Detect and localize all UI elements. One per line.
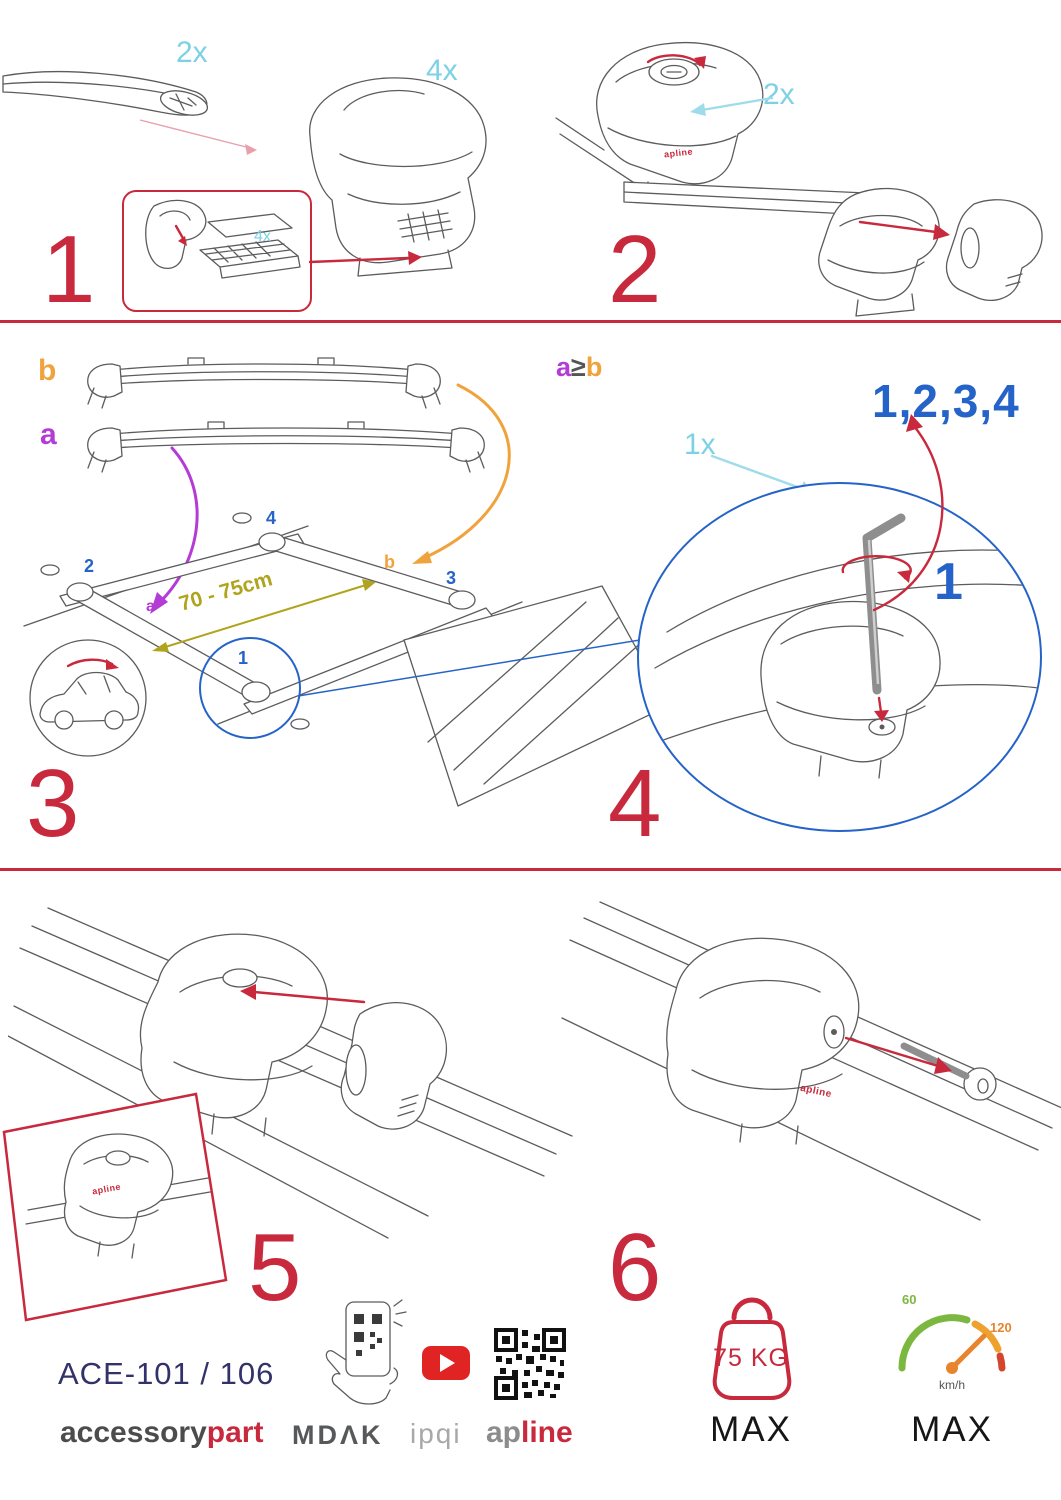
step-3-number: 3 (26, 750, 79, 857)
speed-unit-label: km/h (938, 1378, 965, 1392)
step-2-number: 2 (608, 216, 661, 323)
roof-position-4: 4 (266, 508, 277, 528)
roof-position-3: 3 (446, 568, 457, 588)
crossbar-illustration (2, 71, 257, 155)
roof-position-1: 1 (238, 648, 249, 668)
arrow-pad-to-foot (308, 251, 422, 265)
flush-rail-inset (2, 1092, 228, 1322)
speedometer-icon (898, 1314, 1006, 1374)
play-icon (440, 1354, 455, 1372)
bar-b-illustration (87, 357, 441, 409)
car-inset-illustration (29, 639, 147, 757)
roof-top-view-illustration (23, 512, 669, 807)
rule-operator: ≥ (571, 352, 586, 382)
apline-logo-suffix: line (521, 1416, 573, 1449)
speed-high-label: 120 (990, 1320, 1012, 1335)
mdak-logo: MDΛK (292, 1420, 384, 1450)
phone-qr-scan-icon (325, 1299, 407, 1405)
step-5-number: 5 (248, 1214, 301, 1321)
lock-key-illustration (561, 901, 1061, 1221)
tightening-detail-illustration (646, 513, 1040, 779)
rule-a: a (556, 352, 572, 382)
model-code: ACE-101 / 106 (58, 1356, 275, 1391)
step1-foot-qty: 4x (426, 54, 458, 87)
step-1-number: 1 (42, 216, 95, 323)
allen-key-qty: 1x (684, 428, 716, 461)
foot-lock-illustration (555, 42, 764, 202)
weight-limit-icon (712, 1297, 792, 1400)
bar-a-illustration (87, 421, 485, 473)
rubber-pad-illustration (145, 199, 301, 279)
step1-pad-qty: 4x (254, 228, 271, 245)
weight-limit-value: 75 KG (713, 1344, 789, 1372)
section-divider-2 (0, 868, 1061, 871)
speed-low-label: 60 (902, 1292, 917, 1307)
roof-position-2: 2 (84, 556, 95, 576)
step-4-number: 4 (608, 750, 661, 857)
placement-guide-arrows (150, 383, 511, 614)
roof-position-b: b (384, 552, 395, 572)
first-position-label: 1 (934, 553, 963, 611)
bar-cover-assembly-illustration (623, 181, 1043, 317)
bar-b-label: b (38, 354, 57, 387)
clamp-foot-illustration (309, 77, 487, 277)
arrow-key-to-order (872, 414, 944, 612)
brand-wordmark: accessorypart (60, 1416, 263, 1450)
magnified-detail-circle (637, 482, 1042, 832)
brand-wordmark-primary: accessory (60, 1416, 207, 1449)
step2-lock-qty: 2x (763, 78, 795, 111)
step1-bar-qty: 2x (176, 36, 208, 69)
rule-b: b (585, 352, 603, 382)
step-6-number: 6 (608, 1214, 661, 1321)
apline-logo-prefix: ap (486, 1416, 522, 1449)
speed-max-label: MAX (911, 1410, 993, 1449)
section-divider-1 (0, 320, 1061, 323)
apline-logo: apline (486, 1416, 573, 1450)
qr-code-icon (494, 1328, 566, 1400)
length-rule: a≥b (556, 352, 602, 383)
bar-a-label: a (40, 418, 57, 451)
arrow-qty-to-lock (690, 96, 774, 116)
cover-mounting-illustration (8, 907, 573, 1239)
brand-wordmark-secondary: part (206, 1416, 264, 1449)
youtube-icon (422, 1346, 470, 1380)
weight-max-label: MAX (710, 1410, 792, 1449)
tighten-order-label: 1,2,3,4 (872, 375, 1020, 427)
roof-position-a: a (146, 598, 155, 615)
ipqi-logo: ipqi (410, 1418, 462, 1449)
